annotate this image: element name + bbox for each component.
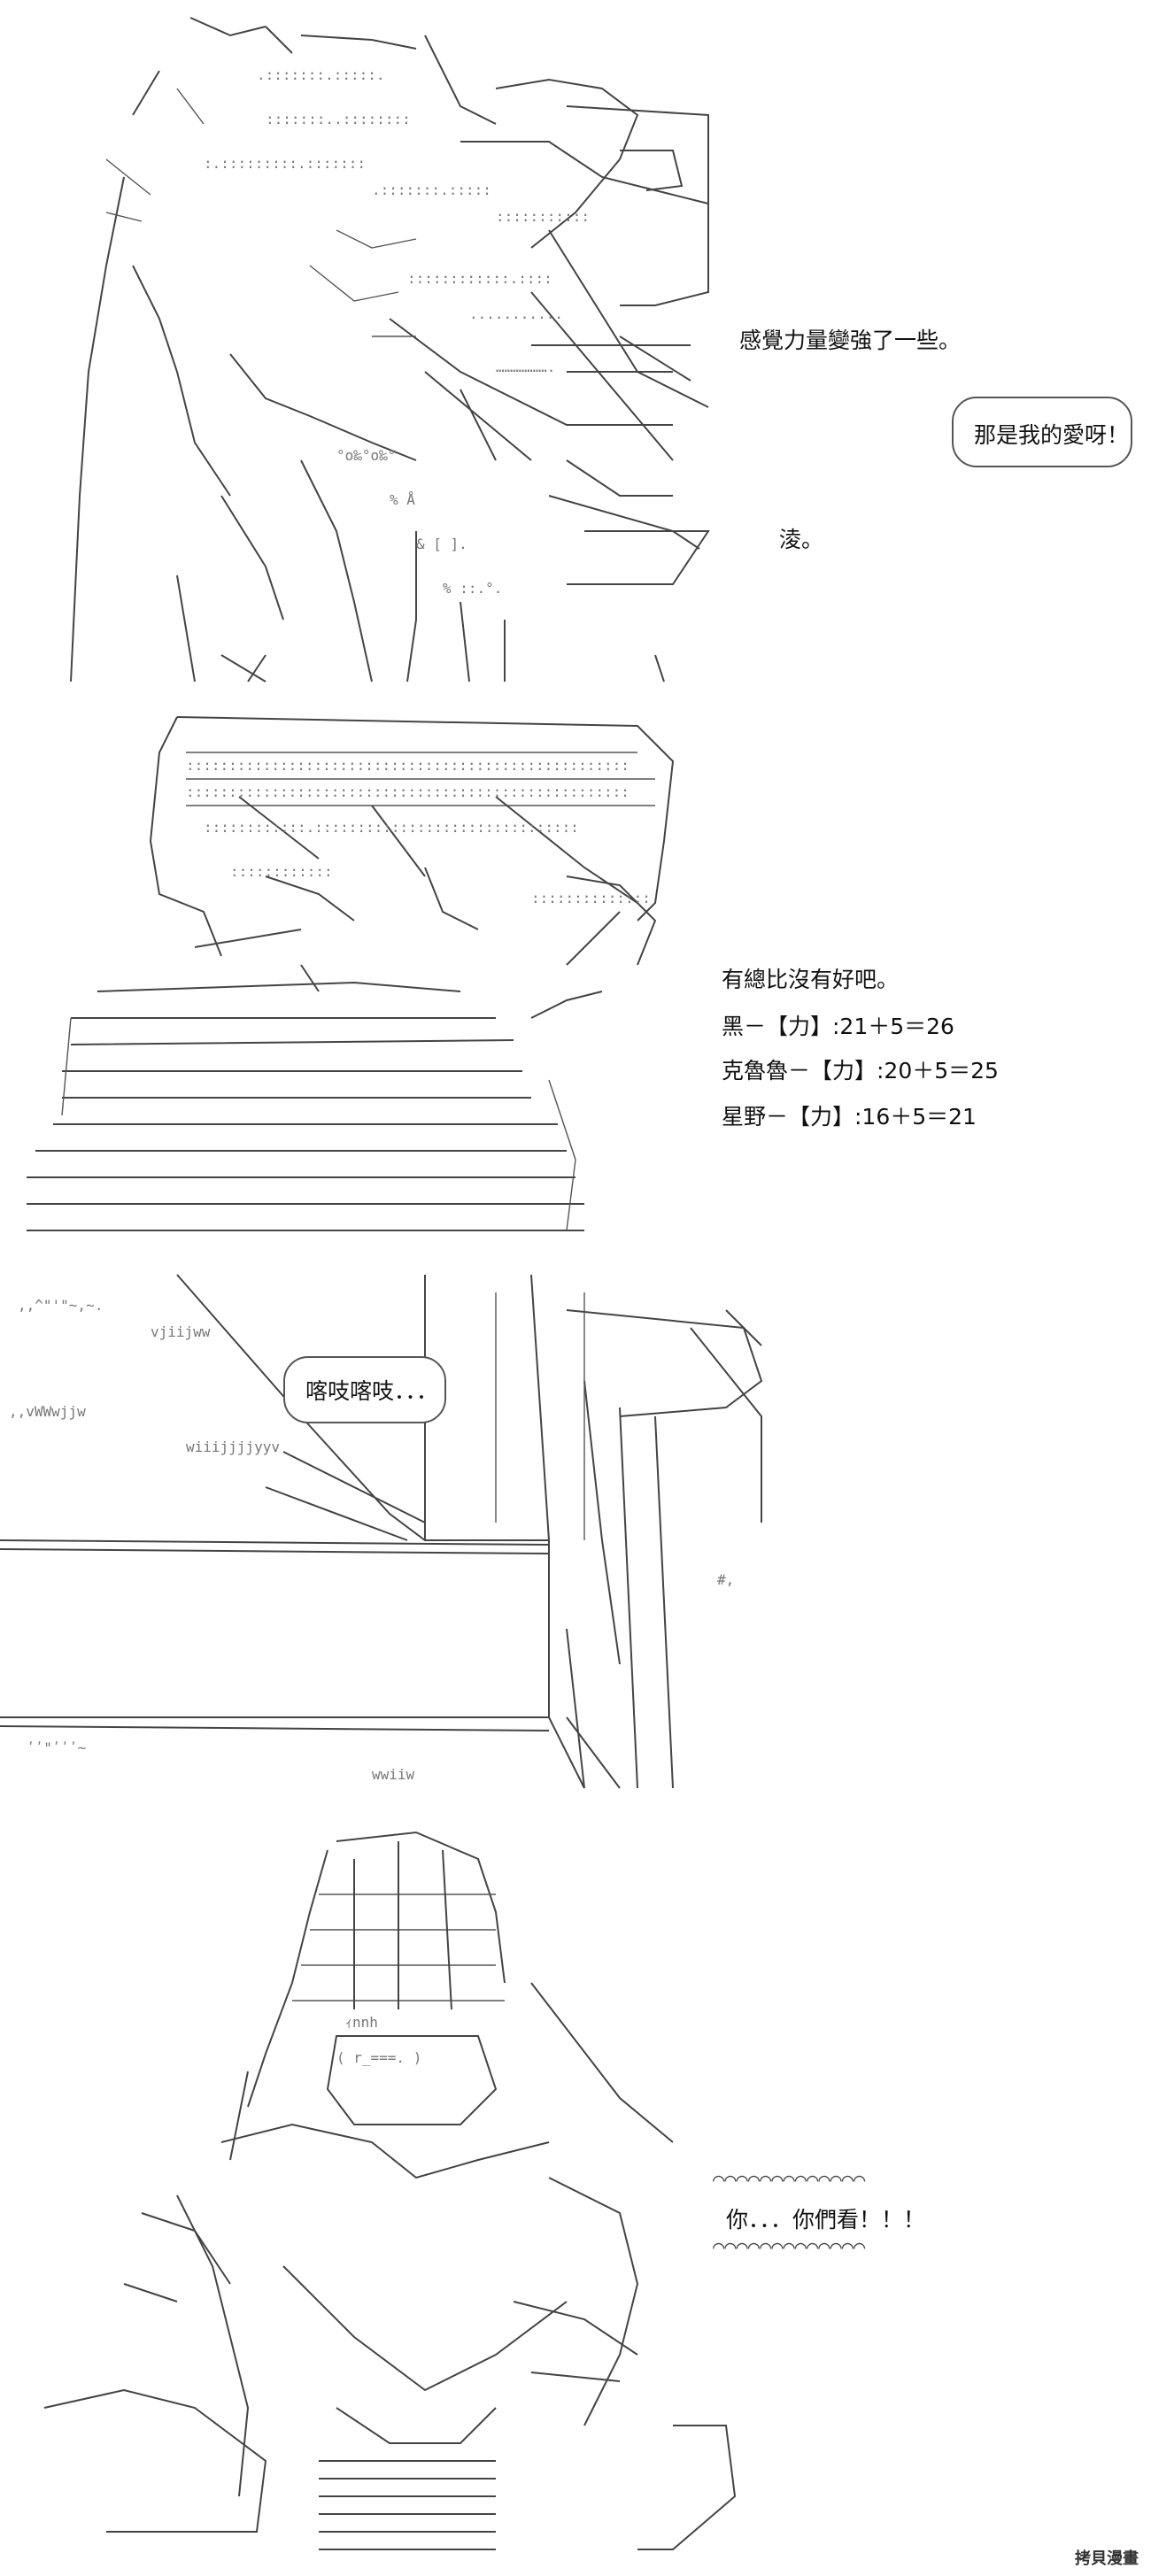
narration-text-2: 有總比沒有好吧。 (722, 967, 900, 992)
shout-bubble-top-edge: ⌒⌒⌒⌒⌒⌒⌒⌒⌒⌒⌒⌒⌒ (713, 2169, 866, 2191)
svg-text:::::::::::::: :::::::::::: (230, 863, 333, 880)
shout-bubble-text: 你．．．你們看！！！ (726, 2207, 926, 2233)
sound-effect-text: 淩。 (779, 527, 824, 552)
svg-text:( r_===. ): ( r_===. ) (336, 2049, 421, 2066)
svg-text::::::::..::::::::: :::::::..:::::::: (266, 111, 411, 127)
stat-line-2: 克魯魯－【力】:20＋5＝25 (722, 1058, 999, 1084)
svg-text:::::::::::::::: :::::::::::::: (531, 890, 651, 906)
svg-text:wwiiw: wwiiw (372, 1766, 415, 1783)
narration-text: 感覺力量變強了一些。 (739, 328, 962, 353)
svg-text:% ::.°.: % ::.°. (443, 580, 502, 597)
watermark-text: 拷貝漫畫 (1075, 2549, 1139, 2568)
svg-text:wiiijjjjyyv: wiiijjjjyyv (186, 1438, 280, 1455)
ascii-art-scene-3: ,,^"'"~,~. vjiijww ,,vWWwjjw wiiijjjjyyv… (0, 1274, 763, 1789)
svg-text:vjiijww: vjiijww (151, 1323, 211, 1340)
svg-text:...........: ........... (469, 305, 563, 322)
ascii-art-figure-4: ( r_===. ) ｨnnh (43, 1831, 737, 2550)
svg-text::::::::::::: ::::::::::: (496, 208, 590, 225)
svg-text:& [ ].: & [ ]. (416, 536, 467, 552)
speech-bubble-text: 那是我的愛呀！ (974, 422, 1130, 448)
stat-line-1: 黑－【力】:21＋5＝26 (722, 1014, 954, 1039)
svg-text:::::::::::::.:::::::::::::::::: ::::::::::::.:::::::::::::::::::::::::::… (204, 819, 579, 836)
svg-text:% Å: % Å (390, 491, 415, 508)
svg-text:°o‰°o‰°: °o‰°o‰° (336, 447, 396, 464)
svg-text:ｨnnh: ｨnnh (345, 2014, 378, 2031)
svg-text:::::::::::::::::::::::::::::::: ::::::::::::::::::::::::::::::::::::::::… (186, 757, 630, 774)
panel-1: .:::::::.:::::. :::::::..:::::::: :.::::… (0, 0, 1151, 690)
svg-text:::::::::::::.::::: ::::::::::::.:::: (407, 270, 552, 287)
svg-text::.:::::::::.:::::::: :.:::::::::.::::::: (204, 155, 366, 172)
svg-text:ʹʹ"ʹʹʹ~: ʹʹ"ʹʹʹ~ (27, 1739, 86, 1756)
stat-line-3: 星野－【力】:16＋5＝21 (722, 1104, 977, 1130)
svg-text:.:::::::.:::::: .:::::::.::::: (372, 181, 491, 198)
svg-text:……………….: ………………. (496, 359, 555, 375)
speech-bubble (952, 397, 1132, 467)
svg-text:#,: #, (717, 1571, 734, 1588)
svg-text:.:::::::.:::::.: .:::::::.:::::. (257, 66, 385, 83)
svg-text:,,^"'"~,~.: ,,^"'"~,~. (18, 1297, 103, 1314)
shout-bubble-bottom-edge: ⌒⌒⌒⌒⌒⌒⌒⌒⌒⌒⌒⌒⌒ (713, 2236, 866, 2258)
svg-text:::::::::::::::::::::::::::::::: ::::::::::::::::::::::::::::::::::::::::… (186, 783, 630, 800)
ascii-art-figure-2: ::::::::::::::::::::::::::::::::::::::::… (27, 716, 675, 1231)
speech-bubble-3 (283, 1356, 446, 1423)
panel-2: ::::::::::::::::::::::::::::::::::::::::… (0, 699, 1151, 1248)
svg-text:,,vWWwjjw: ,,vWWwjjw (9, 1403, 86, 1420)
ascii-art-figure-1: .:::::::.:::::. :::::::..:::::::: :.::::… (70, 17, 710, 683)
speech-bubble-3-text: 喀吱喀吱．．． (305, 1378, 439, 1404)
panel-3: ,,^"'"~,~. vjiijww ,,vWWwjjw wiiijjjjyyv… (0, 1257, 1151, 1797)
panel-4: ( r_===. ) ｨnnh ⌒⌒⌒⌒⌒⌒⌒⌒⌒⌒⌒⌒⌒ 你．．．你們看！！！… (0, 1806, 1151, 2576)
